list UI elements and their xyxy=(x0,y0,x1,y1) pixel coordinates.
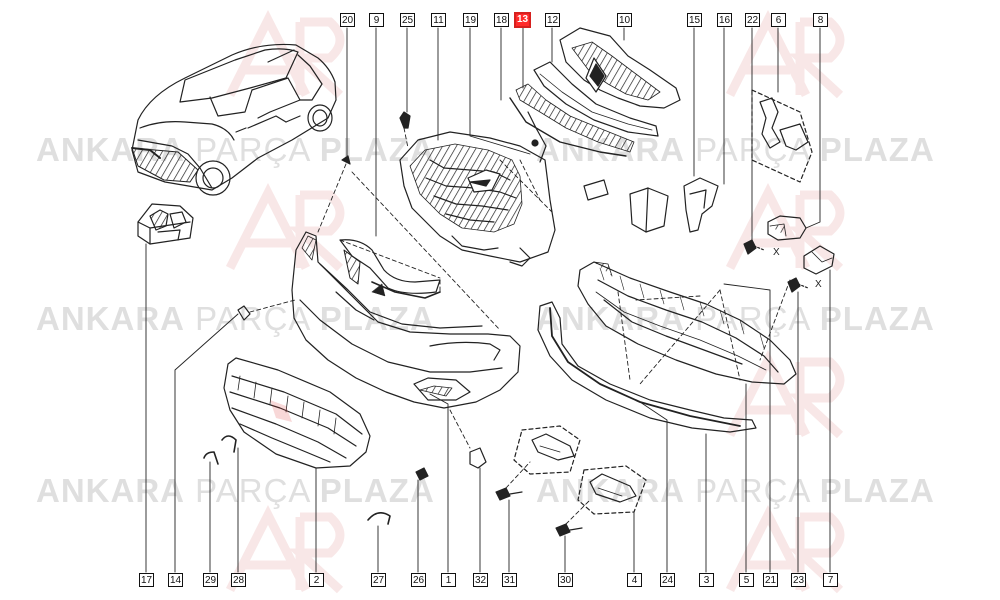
callout-16[interactable]: 16 xyxy=(717,13,732,27)
callout-21[interactable]: 21 xyxy=(763,573,778,587)
part-17-fixing-kit xyxy=(137,203,194,245)
callout-2[interactable]: 2 xyxy=(309,573,324,587)
callout-4[interactable]: 4 xyxy=(627,573,642,587)
callout-15[interactable]: 15 xyxy=(687,13,702,27)
callout-12[interactable]: 12 xyxy=(545,13,560,27)
callout-18[interactable]: 18 xyxy=(494,13,509,27)
part-2-lower-grille xyxy=(223,357,371,469)
part-7-clip xyxy=(803,245,835,275)
callout-8[interactable]: 8 xyxy=(813,13,828,27)
callout-1[interactable]: 1 xyxy=(441,573,456,587)
part-24-lower-strip xyxy=(537,301,757,433)
part-8-fog-lamp xyxy=(767,215,807,241)
mark-x-1: X xyxy=(773,247,780,258)
part-13-upper-trim xyxy=(515,83,635,153)
watermark-row-2b: ANKARA PARÇA PLAZA xyxy=(536,300,935,337)
watermark-row-3b: ANKARA PARÇA PLAZA xyxy=(536,472,935,509)
part-20-clip xyxy=(341,155,351,165)
callout-5[interactable]: 5 xyxy=(739,573,754,587)
callout-19[interactable]: 19 xyxy=(463,13,478,27)
watermark-row-3: ANKARA PARÇA PLAZA xyxy=(36,472,435,509)
part-5-undertray xyxy=(577,261,797,385)
watermark-row-2: ANKARA PARÇA PLAZA xyxy=(36,300,435,337)
callout-27[interactable]: 27 xyxy=(371,573,386,587)
mark-x-2: X xyxy=(815,279,822,290)
callout-7[interactable]: 7 xyxy=(823,573,838,587)
callout-23[interactable]: 23 xyxy=(791,573,806,587)
callout-22[interactable]: 22 xyxy=(745,13,760,27)
part-4-brackets xyxy=(513,425,647,515)
part-25-screw xyxy=(399,111,411,129)
callout-24[interactable]: 24 xyxy=(660,573,675,587)
callout-17[interactable]: 17 xyxy=(139,573,154,587)
part-15-bracket xyxy=(583,179,669,233)
callout-32[interactable]: 32 xyxy=(473,573,488,587)
part-18-trim xyxy=(509,97,627,157)
leader-lines xyxy=(145,27,831,573)
callout-20[interactable]: 20 xyxy=(340,13,355,27)
clips-misc xyxy=(203,305,487,525)
part-9-grille-trim xyxy=(339,239,441,299)
callout-14[interactable]: 14 xyxy=(168,573,183,587)
part-6-bracket xyxy=(751,89,813,183)
part-19-clip-strip xyxy=(527,111,547,163)
callout-30[interactable]: 30 xyxy=(558,573,573,587)
callout-6[interactable]: 6 xyxy=(771,13,786,27)
callout-11[interactable]: 11 xyxy=(431,13,446,27)
callout-25[interactable]: 25 xyxy=(400,13,415,27)
dashed-guides xyxy=(249,127,791,525)
part-11-radiator-grille xyxy=(399,131,556,267)
part-1-front-bumper xyxy=(291,231,521,409)
callout-10[interactable]: 10 xyxy=(617,13,632,27)
screws-22-23 xyxy=(743,239,809,293)
callout-31[interactable]: 31 xyxy=(502,573,517,587)
callout-29[interactable]: 29 xyxy=(203,573,218,587)
callout-13-highlighted[interactable]: 13 xyxy=(514,12,531,28)
part-12-chrome-strip xyxy=(533,61,659,137)
watermark-row-1: ANKARA PARÇA PLAZA xyxy=(36,131,435,168)
callout-26[interactable]: 26 xyxy=(411,573,426,587)
callout-28[interactable]: 28 xyxy=(231,573,246,587)
callout-9[interactable]: 9 xyxy=(369,13,384,27)
callout-3[interactable]: 3 xyxy=(699,573,714,587)
part-10-badge-frame xyxy=(559,27,681,109)
part-16-bracket xyxy=(683,177,719,233)
car-illustration xyxy=(131,43,337,196)
screws-30-31-26 xyxy=(415,467,583,537)
